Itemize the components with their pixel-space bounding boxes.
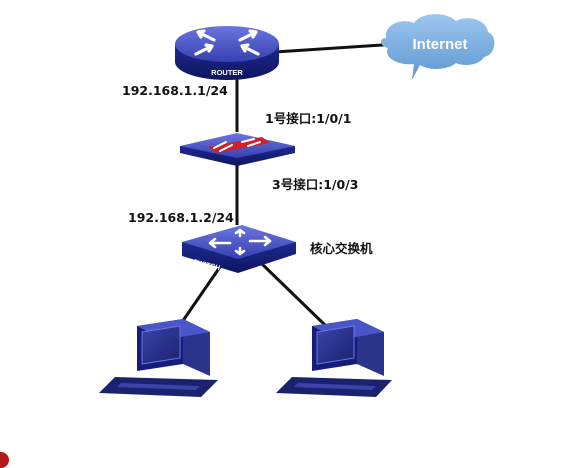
router-icon: ROUTER xyxy=(175,26,279,80)
desktop-computer-icon xyxy=(99,319,218,397)
corner-marker xyxy=(0,452,9,468)
internet-label: Internet xyxy=(412,36,467,53)
link-switch-pc-right xyxy=(260,262,328,328)
core-switch-label: 核心交换机 xyxy=(310,241,373,256)
cloud-icon: Internet xyxy=(380,14,495,80)
link-router-internet xyxy=(274,42,399,54)
switch-ip-label: 192.168.1.2/24 xyxy=(128,210,234,225)
firewall-icon xyxy=(180,133,295,166)
switch-icon: SWITCH xyxy=(182,225,296,273)
firewall-lower-port-label: 3号接口:1/0/3 xyxy=(272,177,359,192)
router-model-label: ROUTER xyxy=(211,68,243,77)
router-ip-label: 192.168.1.1/24 xyxy=(122,83,228,98)
desktop-computer-icon xyxy=(276,319,392,397)
firewall-upper-port-label: 1号接口:1/0/1 xyxy=(265,111,352,126)
link-switch-pc-left xyxy=(178,263,224,326)
